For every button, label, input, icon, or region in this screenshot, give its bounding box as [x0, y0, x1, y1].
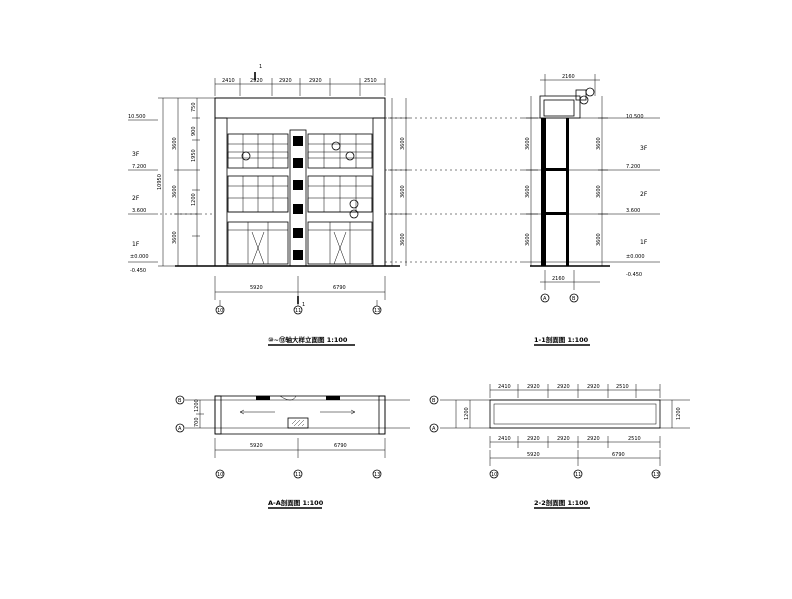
sec-rvdim-1f: 3600 — [596, 233, 602, 246]
vdim-1f: 3600 — [172, 231, 178, 244]
plan22-mid-dim-3: 2920 — [557, 436, 570, 442]
section-top-dim: 2160 — [562, 74, 575, 80]
plan-a-a-drawing: B A 1200 700 5920 6790 10 11 13 A-A剖面图 1… — [175, 395, 410, 509]
plan-aa-dim-2: 6790 — [334, 443, 347, 449]
axis-11: 11 — [295, 308, 301, 314]
section-mark-bottom: 1 — [302, 302, 305, 308]
top-dim-1: 2410 — [222, 78, 235, 84]
floor-3f-left: 3F — [132, 151, 140, 158]
top-dim-5: 2510 — [364, 78, 377, 84]
sec-axis-a: A — [543, 296, 547, 302]
plan22-mid-dim-1: 2410 — [498, 436, 511, 442]
sec-axis-b: B — [572, 296, 576, 302]
plan22-side-2: 1200 — [676, 407, 682, 420]
plan22-mid-dim-5: 2510 — [628, 436, 641, 442]
level-10500-right: 10.500 — [626, 114, 644, 120]
sec-vdim-1f: 3600 — [525, 233, 531, 246]
section-1-1-drawing: 2160 3600 3600 3600 3600 3600 3600 10.50… — [520, 74, 660, 346]
vdim-3f: 3600 — [172, 137, 178, 150]
plan22-top-dim-4: 2920 — [587, 384, 600, 390]
plan22-mid-dim-2: 2920 — [527, 436, 540, 442]
vdim-win-3f: 1950 — [191, 149, 197, 162]
plan-aa-axis-11: 11 — [295, 472, 301, 478]
plan22-axis-11: 11 — [575, 472, 581, 478]
bottom-dim-1: 5920 — [250, 285, 263, 291]
elevation-drawing: 1 1 2410 2920 2920 2920 2510 — [128, 64, 520, 346]
plan-aa-axis-13: 13 — [374, 472, 380, 478]
level-neg450-left: -0.450 — [130, 268, 146, 274]
floor-1f-right: 1F — [640, 239, 648, 246]
axis-13: 13 — [374, 308, 380, 314]
vdim-win-2f: 1200 — [191, 193, 197, 206]
caption-plan-2-2: 2-2剖面图 1:100 — [534, 498, 589, 507]
section-bottom-dim: 2160 — [552, 276, 565, 282]
caption-section-1-1: 1-1剖面图 1:100 — [534, 335, 589, 344]
caption-plan-a-a: A-A剖面图 1:100 — [268, 498, 324, 507]
top-dim-4: 2920 — [309, 78, 322, 84]
plan22-top-dim-1: 2410 — [498, 384, 511, 390]
sec-vdim-2f: 3600 — [525, 185, 531, 198]
vdim-2f: 3600 — [172, 185, 178, 198]
plan22-mid-dim-4: 2920 — [587, 436, 600, 442]
level-0-right: ±0.000 — [626, 254, 645, 260]
plan-aa-side-1: 1200 — [194, 399, 200, 412]
rvdim-3f: 3600 — [400, 137, 406, 150]
sec-rvdim-2f: 3600 — [596, 185, 602, 198]
floor-2f-right: 2F — [640, 191, 648, 198]
axis-10: 10 — [217, 308, 223, 314]
sec-rvdim-3f: 3600 — [596, 137, 602, 150]
plan-aa-side-2: 700 — [194, 417, 200, 427]
bottom-dim-2: 6790 — [333, 285, 346, 291]
plan22-axis-b: B — [432, 398, 436, 404]
section-mark-top: 1 — [259, 64, 262, 70]
caption-elevation: ⑩~⑬轴大样立面图 1:100 — [268, 335, 348, 344]
vdim-parapet: 750 — [191, 102, 197, 112]
floor-2f-left: 2F — [132, 195, 140, 202]
level-0-left: ±0.000 — [130, 254, 149, 260]
plan22-bot-dim-1: 5920 — [527, 452, 540, 458]
top-dim-3: 2920 — [279, 78, 292, 84]
level-neg450-right: -0.450 — [626, 272, 642, 278]
plan22-top-dim-3: 2920 — [557, 384, 570, 390]
plan-aa-axis-10: 10 — [217, 472, 223, 478]
plan-aa-axis-a: A — [178, 426, 182, 432]
top-dim-2: 2920 — [250, 78, 263, 84]
plan22-axis-10: 10 — [491, 472, 497, 478]
plan22-side-1: 1200 — [464, 407, 470, 420]
level-7200-left: 7.200 — [132, 164, 146, 170]
level-10500-left: 10.500 — [128, 114, 146, 120]
plan22-top-dim-2: 2920 — [527, 384, 540, 390]
plan22-axis-13: 13 — [653, 472, 659, 478]
plan-aa-axis-b: B — [178, 398, 182, 404]
sec-vdim-3f: 3600 — [525, 137, 531, 150]
rvdim-1f: 3600 — [400, 233, 406, 246]
plan22-axis-a: A — [432, 426, 436, 432]
level-7200-right: 7.200 — [626, 164, 640, 170]
level-3600-left: 3.600 — [132, 208, 146, 214]
plan22-top-dim-5: 2510 — [616, 384, 629, 390]
vdim-total: 10950 — [157, 174, 163, 190]
plan-2-2-drawing: 2410 2920 2920 2920 2510 B A 1200 1200 2… — [429, 384, 690, 509]
rvdim-2f: 3600 — [400, 185, 406, 198]
floor-1f-left: 1F — [132, 241, 140, 248]
plan-aa-dim-1: 5920 — [250, 443, 263, 449]
plan22-bot-dim-2: 6790 — [612, 452, 625, 458]
level-3600-right: 3.600 — [626, 208, 640, 214]
vdim-sill-3f: 900 — [191, 126, 197, 136]
floor-3f-right: 3F — [640, 145, 648, 152]
